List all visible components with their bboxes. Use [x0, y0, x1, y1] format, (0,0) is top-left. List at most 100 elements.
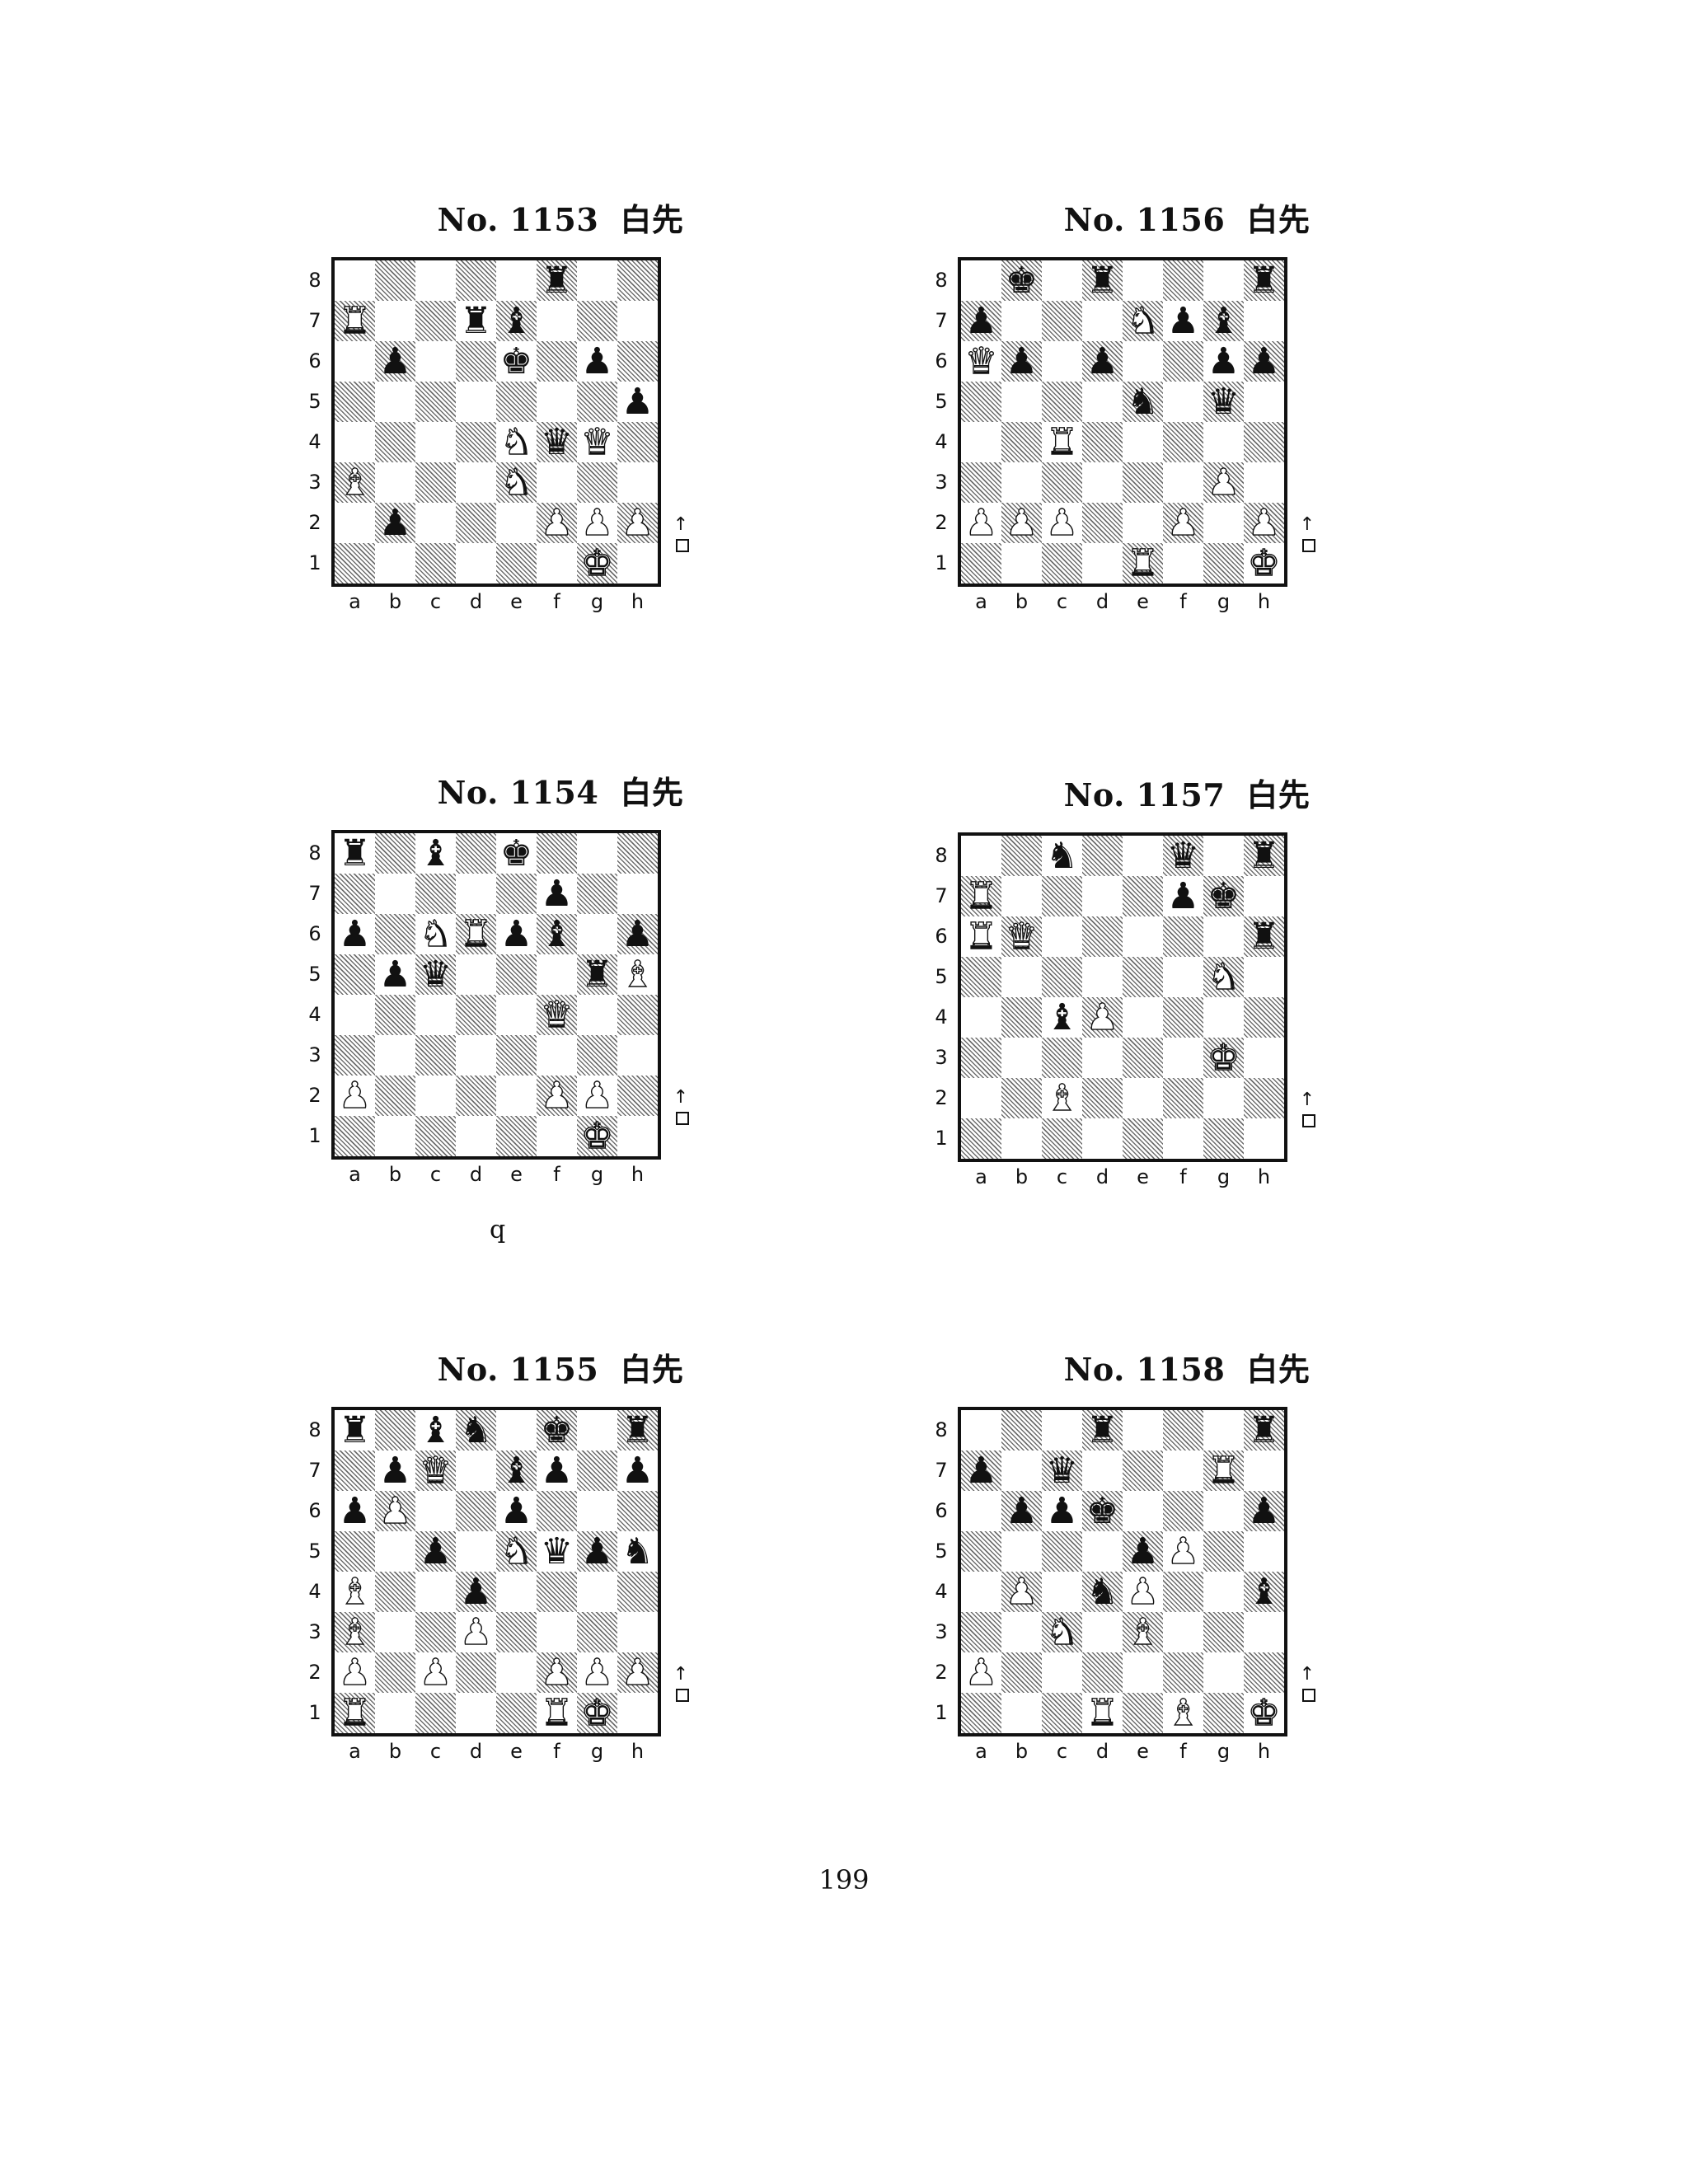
square-f3 [537, 1612, 577, 1652]
arrow-up-icon: ↑ [1299, 1090, 1315, 1110]
square-h2 [1244, 1652, 1284, 1693]
black-pawn-icon: ♟ [621, 1449, 654, 1492]
square-f1: ♝ [1163, 1693, 1203, 1733]
puzzle-number: No. 1156 [1063, 201, 1226, 238]
black-king-icon: ♚ [1207, 874, 1240, 917]
rank-label: 2 [935, 511, 948, 534]
rank-label: 6 [308, 922, 321, 945]
rank-label: 4 [935, 430, 948, 453]
puzzle-number: No. 1155 [437, 1351, 599, 1388]
square-b6: ♟ [1001, 341, 1042, 382]
white-pawn-icon: ♟ [1166, 1530, 1200, 1572]
square-d2 [1082, 1078, 1123, 1118]
white-pawn-icon: ♟ [580, 501, 614, 544]
black-bishop-icon: ♝ [419, 832, 452, 874]
square-a1: ♜ [335, 1693, 375, 1733]
file-label: b [388, 590, 402, 613]
square-a2: ♟ [961, 1652, 1001, 1693]
square-b1 [1001, 1693, 1042, 1733]
square-h8: ♜ [617, 1410, 658, 1451]
square-a7: ♜ [335, 301, 375, 341]
file-label: f [553, 1740, 560, 1763]
square-a5 [961, 382, 1001, 422]
square-d7 [1082, 301, 1123, 341]
square-g3: ♚ [1203, 1038, 1244, 1078]
file-label: e [510, 590, 523, 613]
black-bishop-icon: ♝ [540, 912, 574, 955]
square-e7: ♝ [496, 1451, 537, 1491]
square-c1 [1042, 543, 1082, 583]
square-c1 [415, 1116, 456, 1156]
square-a8 [961, 260, 1001, 301]
square-c4: ♜ [1042, 422, 1082, 462]
black-rook-icon: ♜ [580, 953, 614, 996]
square-c6: ♞ [415, 914, 456, 954]
square-h1 [1244, 1118, 1284, 1159]
square-h8: ♜ [1244, 1410, 1284, 1451]
square-d2 [456, 503, 496, 543]
square-f4: ♛ [537, 995, 577, 1035]
square-h4 [617, 422, 658, 462]
square-e6: ♟ [496, 914, 537, 954]
square-f3 [537, 462, 577, 503]
white-pawn-icon: ♟ [1045, 501, 1079, 544]
puzzle-number: No. 1158 [1063, 1351, 1226, 1388]
square-h4 [617, 1572, 658, 1612]
square-d4: ♟ [1082, 997, 1123, 1038]
square-c5 [1042, 1531, 1082, 1572]
white-knight-icon: ♞ [499, 461, 533, 504]
square-h5 [1244, 957, 1284, 997]
square-c3 [1042, 1038, 1082, 1078]
arrow-up-icon: ↑ [673, 514, 689, 535]
puzzle-number: No. 1157 [1063, 776, 1226, 813]
square-h5: ♝ [617, 954, 658, 995]
square-h3 [1244, 1612, 1284, 1652]
square-d3 [456, 462, 496, 503]
square-b6 [375, 914, 415, 954]
square-h1: ♚ [1244, 1693, 1284, 1733]
square-e8 [1123, 260, 1163, 301]
rank-label: 3 [935, 1620, 948, 1643]
square-a6: ♟ [335, 1491, 375, 1531]
square-c4 [415, 1572, 456, 1612]
white-knight-icon: ♞ [499, 420, 533, 463]
square-e8 [496, 260, 537, 301]
square-d3 [456, 1035, 496, 1076]
square-b6: ♛ [1001, 916, 1042, 957]
square-d6: ♟ [1082, 341, 1123, 382]
white-knight-icon: ♞ [499, 1530, 533, 1572]
square-h4 [1244, 997, 1284, 1038]
square-h6: ♜ [1244, 916, 1284, 957]
square-h7 [1244, 876, 1284, 916]
rank-label: 2 [935, 1661, 948, 1684]
black-pawn-icon: ♟ [540, 872, 574, 915]
side-to-move: 白先 [620, 202, 684, 238]
black-queen-icon: ♛ [1045, 1449, 1079, 1492]
square-b4 [1001, 422, 1042, 462]
square-f3 [1163, 1038, 1203, 1078]
square-d5 [456, 954, 496, 995]
square-d1 [1082, 543, 1123, 583]
black-knight-icon: ♞ [1126, 380, 1160, 423]
file-label: d [469, 1163, 483, 1186]
black-queen-icon: ♛ [540, 420, 574, 463]
rank-label: 7 [935, 884, 948, 907]
black-pawn-icon: ♟ [580, 340, 614, 382]
side-to-move: 白先 [1246, 1352, 1311, 1388]
square-e2 [1123, 1652, 1163, 1693]
white-rook-icon: ♜ [1126, 541, 1160, 584]
square-b3 [1001, 462, 1042, 503]
square-c6 [415, 341, 456, 382]
square-d6: ♜ [456, 914, 496, 954]
square-c2: ♝ [1042, 1078, 1082, 1118]
square-c7 [1042, 876, 1082, 916]
square-e6 [1123, 1491, 1163, 1531]
black-knight-icon: ♞ [621, 1530, 654, 1572]
square-d7 [456, 874, 496, 914]
square-g5 [577, 382, 617, 422]
square-a4 [961, 997, 1001, 1038]
white-square-icon [1302, 539, 1315, 552]
white-pawn-icon: ♟ [378, 1489, 412, 1532]
square-b1 [375, 1693, 415, 1733]
